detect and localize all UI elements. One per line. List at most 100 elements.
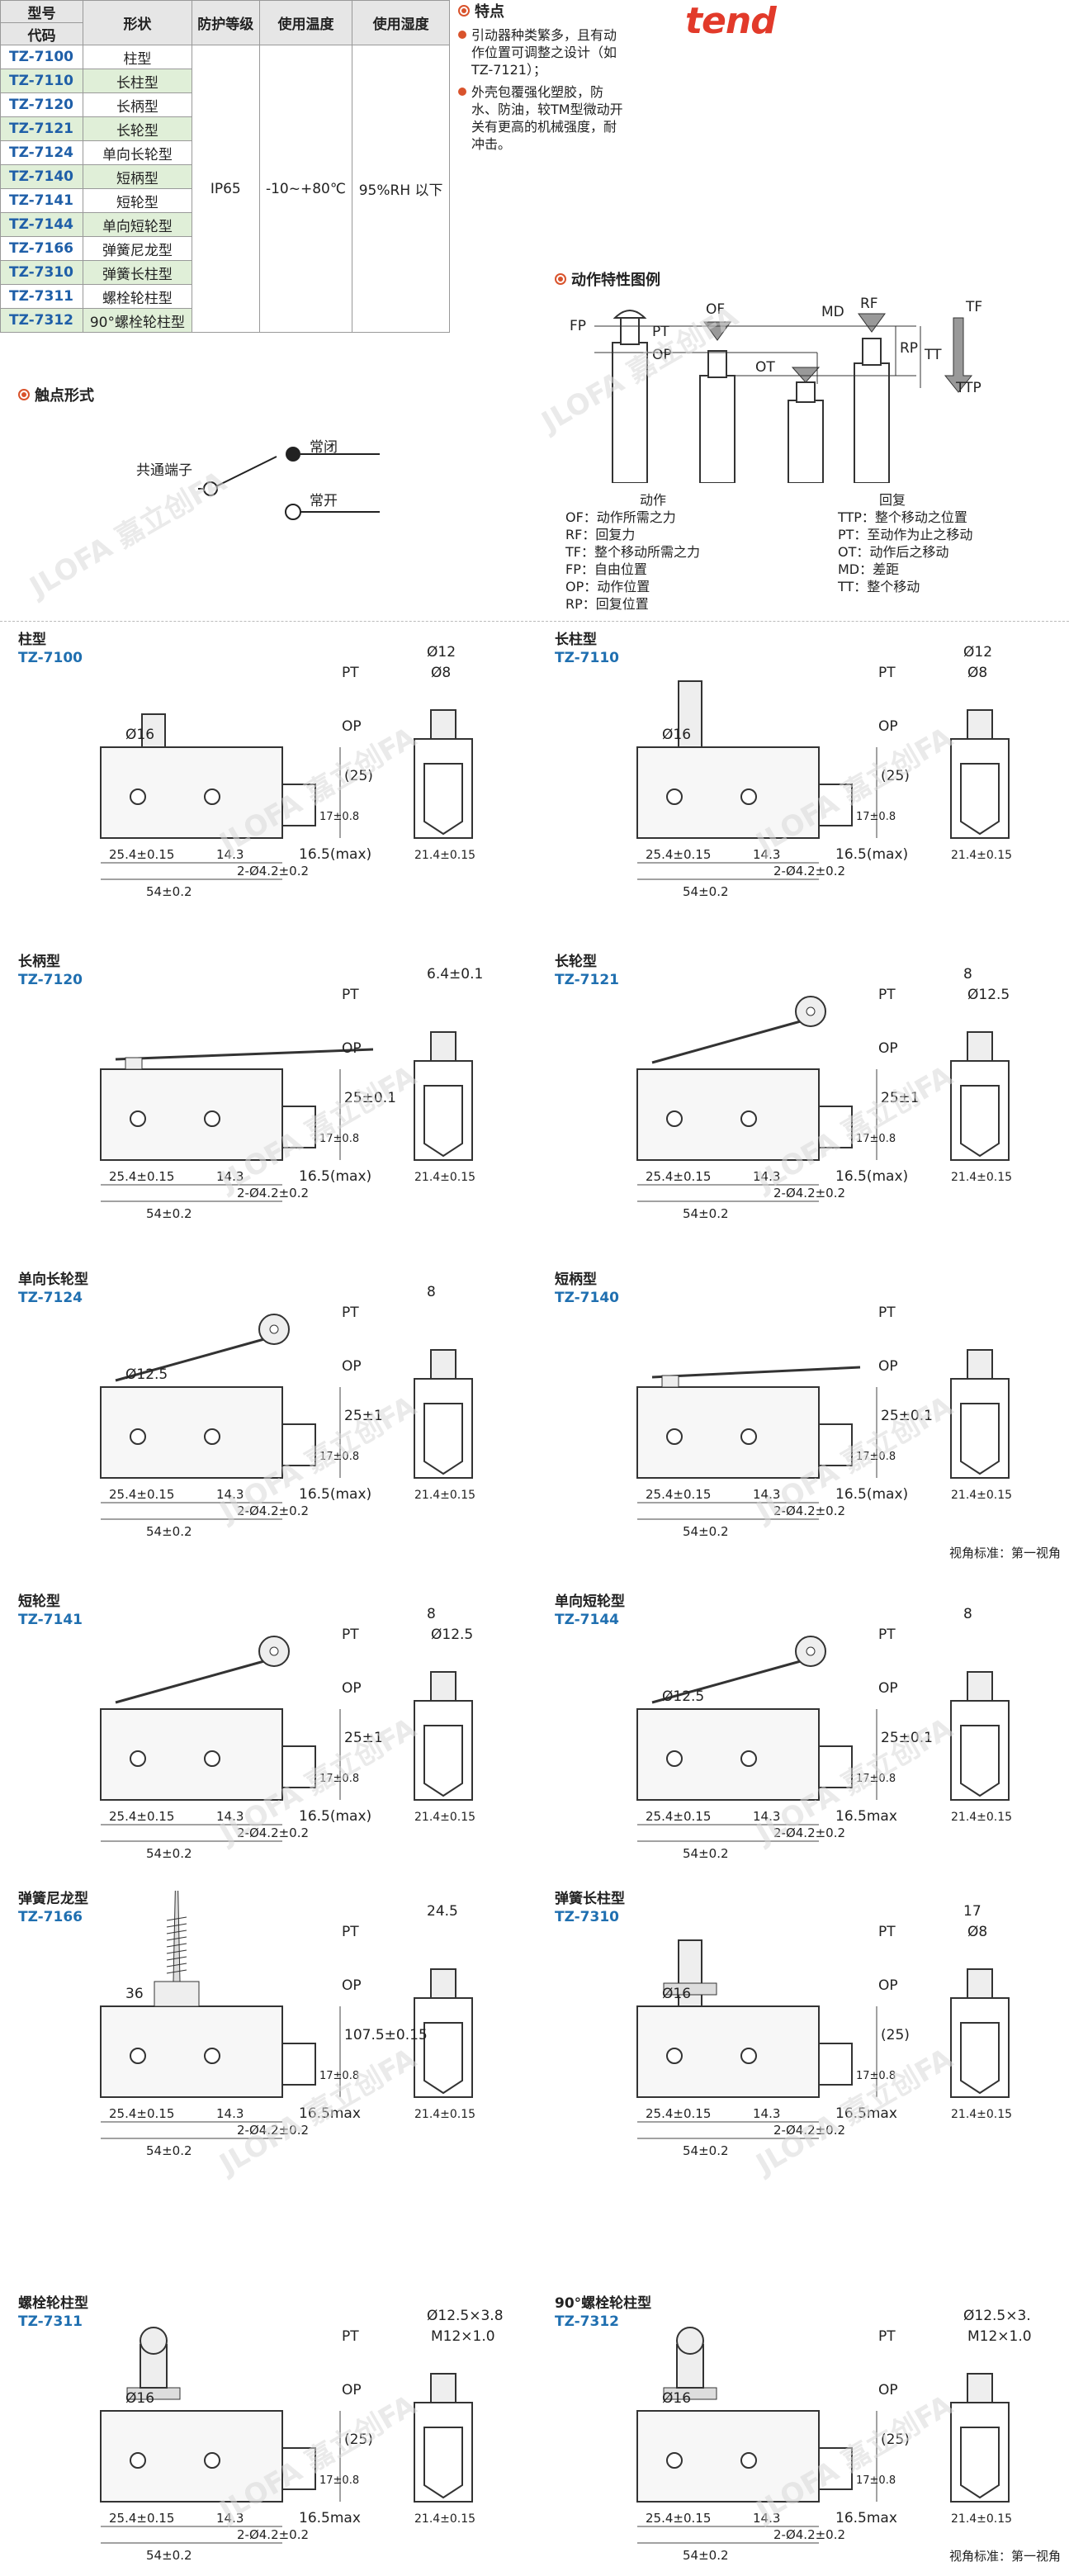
dim-side-top1: 8 [963, 966, 972, 983]
dim-w2: 14.3 [753, 1487, 780, 1502]
dim-w2: 14.3 [753, 2511, 780, 2526]
dim-w3: 54±0.2 [683, 2548, 729, 2563]
dim-w2: 14.3 [753, 1169, 780, 1184]
dim-side: 21.4±0.15 [951, 849, 1012, 862]
legend-item: MD：差距 [838, 561, 900, 577]
feature-item: 引动器种类繁多，且有动作位置可调整之设计（如TZ-7121）； [458, 26, 627, 78]
dim-w1: 25.4±0.15 [109, 2106, 174, 2121]
model-shape: 单向长轮型 [83, 140, 192, 165]
technical-drawing: 23.3±0.3 Ø16 PT OP (25) 17±0.8 16.5max 2… [636, 2308, 1032, 2563]
dim-h1: 17±0.8 [856, 2070, 896, 2082]
hdr-code: 代码 [0, 22, 83, 45]
dim-side-top2: M12×1.0 [967, 2328, 1032, 2345]
dim-h1: 17±0.8 [856, 811, 896, 823]
dim-holes: 2-Ø4.2±0.2 [773, 1825, 845, 1840]
drawing-code: TZ-7312 [555, 2313, 619, 2330]
dim-side: 21.4±0.15 [414, 1811, 475, 1824]
label-op: OP [652, 347, 672, 363]
table-row: TZ-7141 短轮型 [0, 188, 450, 213]
dim-op: OP [878, 718, 898, 735]
dim-holes: 2-Ø4.2±0.2 [237, 2527, 309, 2542]
drawing-title: 弹簧尼龙型 [18, 1891, 88, 1907]
model-code: TZ-7140 [0, 164, 83, 189]
dim-pt: PT [342, 1627, 359, 1643]
model-shape: 90°螺栓轮柱型 [83, 308, 192, 333]
dim-holes: 2-Ø4.2±0.2 [237, 1825, 309, 1840]
model-code: TZ-7310 [0, 260, 83, 285]
dim-overtravel: 16.5max [835, 2510, 897, 2526]
dim-side-top1: 8 [427, 1284, 436, 1300]
dim-dia: Ø16 [662, 1986, 691, 2002]
dim-side-top1: Ø12.5×3.8 [427, 2308, 504, 2324]
drawing-cell-tz-7140: 39.7 PT OP 25±0.1 17±0.8 16.5(max) 25.4±… [555, 1271, 1058, 1544]
dim-height: 25±0.1 [881, 1408, 933, 1424]
dim-side-top2: Ø8 [967, 665, 987, 681]
drawing-title: 短柄型 [555, 1271, 597, 1288]
dim-w1: 25.4±0.15 [646, 847, 711, 862]
dim-side-top1: 6.4±0.1 [427, 966, 483, 983]
drawing-title: 螺栓轮柱型 [18, 2295, 88, 2312]
dim-side: 21.4±0.15 [414, 2108, 475, 2121]
hdr-humidity: 使用湿度 [352, 0, 450, 45]
legend-item: OF：动作所需之力 [565, 509, 676, 525]
dim-overtravel: 16.5(max) [299, 1808, 371, 1825]
dim-h1: 17±0.8 [856, 1773, 896, 1785]
model-shape: 长轮型 [83, 116, 192, 141]
dim-dia: Ø16 [662, 2390, 691, 2407]
technical-drawing: 63.7 PT OP 25±0.1 17±0.8 16.5(max) 25.4±… [100, 966, 483, 1221]
dim-pt: PT [878, 1305, 896, 1321]
drawing-cell-tz-7120: 63.7 PT OP 25±0.1 17±0.8 16.5(max) 25.4±… [18, 954, 522, 1226]
dim-op: OP [878, 2382, 898, 2398]
drawing-code: TZ-7311 [18, 2313, 83, 2330]
drawing-code: TZ-7144 [555, 1612, 619, 1628]
dim-side-top2: Ø8 [967, 1924, 987, 1940]
drawing-code: TZ-7121 [555, 972, 619, 988]
dim-height: 25±0.1 [881, 1730, 933, 1746]
dim-pt: PT [342, 987, 359, 1003]
dim-overtravel: 16.5max [299, 2105, 361, 2122]
dim-pt: PT [342, 2328, 359, 2345]
dim-height: 25±1 [881, 1090, 920, 1106]
table-row: TZ-7166 弹簧尼龙型 [0, 236, 450, 261]
dim-dia: Ø12.5 [662, 1688, 704, 1705]
technical-drawing: 30.2 PT OP 25±1 17±0.8 16.5(max) 25.4±0.… [100, 1606, 475, 1861]
section-dot-icon [555, 273, 566, 285]
dim-w1: 25.4±0.15 [646, 1487, 711, 1502]
legend-item: TT：整个移动 [838, 579, 920, 594]
dim-w3: 54±0.2 [683, 1206, 729, 1221]
model-shape: 螺栓轮柱型 [83, 284, 192, 309]
drawing-code: TZ-7140 [555, 1290, 619, 1306]
dim-w2: 14.3 [216, 2511, 244, 2526]
dim-overtravel: 16.5(max) [299, 1486, 371, 1503]
model-code: TZ-7100 [0, 45, 83, 69]
dim-w1: 25.4±0.15 [646, 2511, 711, 2526]
dim-op: OP [342, 2382, 362, 2398]
drawing-title: 短轮型 [18, 1593, 60, 1610]
technical-drawing: 23.3±0.3 Ø16 PT OP (25) 17±0.8 16.5(max)… [636, 644, 1012, 899]
dim-w3: 54±0.2 [683, 2143, 729, 2158]
drawing-cell-tz-7121: 47.7 PT OP 25±1 17±0.8 16.5(max) 25.4±0.… [555, 954, 1058, 1226]
drawing-title: 长轮型 [555, 954, 597, 970]
dim-holes: 2-Ø4.2±0.2 [773, 1503, 845, 1518]
drawing-code: TZ-7100 [18, 650, 83, 666]
drawing-cell-tz-7100: 23.3±0.3 Ø16 PT OP (25) 17±0.8 16.5(max)… [18, 632, 522, 904]
drawing-cell-tz-7110: 23.3±0.3 Ø16 PT OP (25) 17±0.8 16.5(max)… [555, 632, 1058, 904]
model-shape: 弹簧尼龙型 [83, 236, 192, 261]
model-shape: 单向短轮型 [83, 212, 192, 237]
dim-height: 25±1 [344, 1730, 383, 1746]
dim-height: (25) [881, 2432, 910, 2448]
dim-dia: Ø16 [662, 727, 691, 743]
label-fp: FP [570, 318, 586, 334]
dim-side-top1: 24.5 [427, 1903, 458, 1920]
model-shape: 长柱型 [83, 69, 192, 93]
contact-diagram [198, 447, 380, 520]
dim-side: 21.4±0.15 [414, 2512, 475, 2526]
dim-overtravel: 16.5(max) [299, 1168, 371, 1185]
dim-w3: 54±0.2 [683, 1524, 729, 1539]
model-shape: 长柄型 [83, 92, 192, 117]
dim-holes: 2-Ø4.2±0.2 [237, 1503, 309, 1518]
dim-height: (25) [344, 2432, 373, 2448]
dim-op: OP [878, 1680, 898, 1697]
